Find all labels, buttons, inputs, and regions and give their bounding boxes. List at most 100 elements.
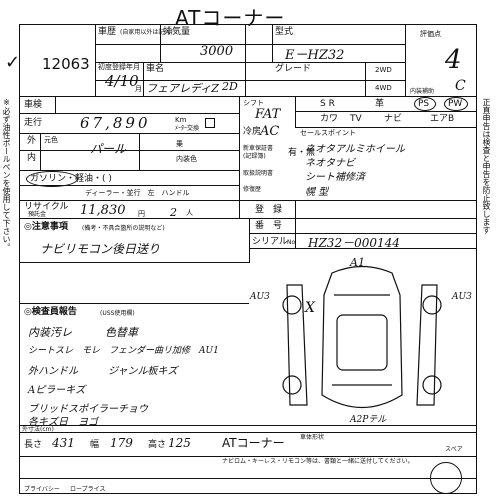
diagram-x-mark: X [305, 300, 315, 316]
height-label: 高さ [148, 440, 167, 450]
inspection-report-label: ◎検査員報告 [24, 307, 77, 317]
spare-label: スペア [445, 446, 463, 453]
recycle-unit: 円 [138, 210, 145, 218]
shift-label: シフト [243, 99, 264, 107]
history-label: 車歴 [98, 27, 117, 37]
inspection-report-sub: (USS使用欄) [100, 310, 135, 317]
drive-4wd: 4WD [375, 84, 392, 92]
displacement-label: 排気量 [163, 27, 191, 37]
model-value: E－HZ32 [285, 48, 345, 63]
shift-value: FAT [255, 107, 281, 122]
mileage-checkbox [205, 118, 215, 128]
interior-color-label: 内 [27, 153, 37, 163]
model-label: 型式 [275, 27, 294, 37]
selling-point-line: ネオタナビ [305, 158, 355, 169]
seat-label: 乗 [176, 140, 183, 148]
height-value: 125 [168, 436, 191, 450]
dealer-options: ディーラー・並行 左 ハンドル [85, 189, 190, 197]
first-reg-value: 4/10 [105, 72, 139, 90]
footer-corner: ATコーナー [222, 436, 285, 450]
option-tv: TV [350, 114, 362, 124]
diagram-top-note: A1 [350, 256, 365, 269]
grade-value: 4 [445, 45, 462, 75]
nav-note: ナビロム・キーレス・リモコン等は、書類と一緒に送付してください。 [222, 458, 414, 465]
selling-point-line: 幌 型 [305, 187, 329, 198]
length-value: 431 [52, 436, 75, 450]
selling-point-line: ネオタアルミホイール [305, 144, 405, 155]
displacement-value: 3000 [200, 44, 234, 59]
option-s-r: S R [320, 99, 335, 109]
option-leather: 革 [375, 99, 385, 109]
shape-label: 車体形状 [300, 434, 325, 441]
dims-label: 外寸法(cm) [22, 426, 54, 433]
sheet-frame [19, 24, 477, 494]
inspection-label: 車検 [24, 100, 43, 110]
selling-point-line: シート補修済 [305, 172, 365, 183]
lower-price-label: ロープライス [70, 486, 106, 493]
interior-grade-value: C [455, 78, 466, 94]
manual-value: 有・無 [288, 148, 316, 158]
first-reg-label: 初度登録年月 [98, 63, 140, 71]
report-line: シートスレ モレ フェンダー曲リ加修 AU1 [28, 346, 219, 356]
private-label: プライバシー [24, 486, 60, 493]
fuel-selected-circle [26, 171, 78, 187]
page-title: ATコーナー [175, 6, 286, 30]
capacity-value: 2 [170, 206, 177, 219]
grade-field-label: グレード [275, 64, 312, 74]
mileage-value: 67,890 [80, 114, 151, 132]
recycle-sub: 預託金 [28, 211, 47, 218]
car-damage-diagram [282, 265, 442, 409]
capacity-unit: 人 [186, 209, 193, 217]
drive-2wd: 2WD [375, 66, 392, 74]
exterior-color-value: パール [90, 142, 127, 156]
option-kawa: カワ [320, 114, 339, 124]
first-reg-unit: 月 [135, 85, 142, 93]
car-name-value: フェアレディZ [146, 82, 219, 95]
checkmark-icon: ✓ [5, 52, 21, 73]
lot-number: 12063 [42, 55, 90, 73]
diagram-bottom-note: A2Pテル [350, 415, 387, 425]
selling-points-label: セールスポイント [300, 129, 356, 137]
number-label: 番 号 [255, 221, 283, 231]
notes-label: ◎注意事項 [24, 222, 68, 232]
interior-color-field-label: 内装色 [176, 155, 197, 163]
ac-value: AC [260, 124, 280, 139]
grade-field-value: 2D [222, 80, 238, 93]
records-label: 取扱説明書 [243, 170, 274, 177]
spare-tire-icon [430, 462, 462, 494]
left-side-notice: ※必ず油性ボールペンを使用して下さい。 [2, 98, 11, 251]
recycle-value: 11,830 [80, 203, 126, 218]
width-label: 幅 [90, 440, 100, 450]
ac-label: 冷房 [243, 127, 262, 137]
manual-label: 新車保証書 [243, 145, 274, 152]
length-label: 長さ [24, 440, 43, 450]
option-navi: ナビ [384, 114, 403, 124]
mileage-label: 走行 [24, 118, 43, 128]
mileage-unit: Km [175, 116, 187, 124]
right-side-notice: 正直申告は検査と申告を防止致します [482, 98, 491, 234]
pw-circle [444, 97, 468, 111]
registration-label: 登 録 [255, 205, 283, 215]
repair-history-label: 修復歴 [243, 186, 262, 193]
exterior-color-label: 外 [27, 136, 37, 146]
car-name-label: 車名 [146, 64, 165, 74]
manual-sub: (記録簿) [243, 153, 266, 160]
serial-value: HZ32－000144 [308, 236, 400, 250]
width-value: 179 [110, 436, 133, 450]
score-sub-label: 内装補助 [410, 88, 435, 95]
mileage-sub: ﾒｰﾀｰ交換 [175, 125, 200, 132]
notes-text: ナビリモコン後日送り [40, 242, 161, 256]
serial-unit: No [287, 239, 296, 246]
history-sub: (自家用以外は記入) [120, 29, 173, 36]
recycle-label: リサイクル [24, 202, 69, 212]
diagram-right-note: AU3 [452, 292, 472, 302]
diagram-left-note: AU3 [250, 292, 270, 302]
report-line: Aピラーキズ [28, 385, 86, 396]
notes-sub: (備考・不具合箇所の説明など) [82, 225, 165, 232]
exterior-color-sub: 元色 [44, 136, 58, 144]
grade-label: 評価点 [420, 30, 441, 38]
report-line: ブリッドスポイラーチョウ [28, 404, 148, 415]
report-line: 内装汚レ 色替車 [28, 326, 138, 339]
report-line: 外ハンドル ジャンル板キズ [28, 366, 178, 377]
serial-label: シリアル [252, 237, 288, 247]
